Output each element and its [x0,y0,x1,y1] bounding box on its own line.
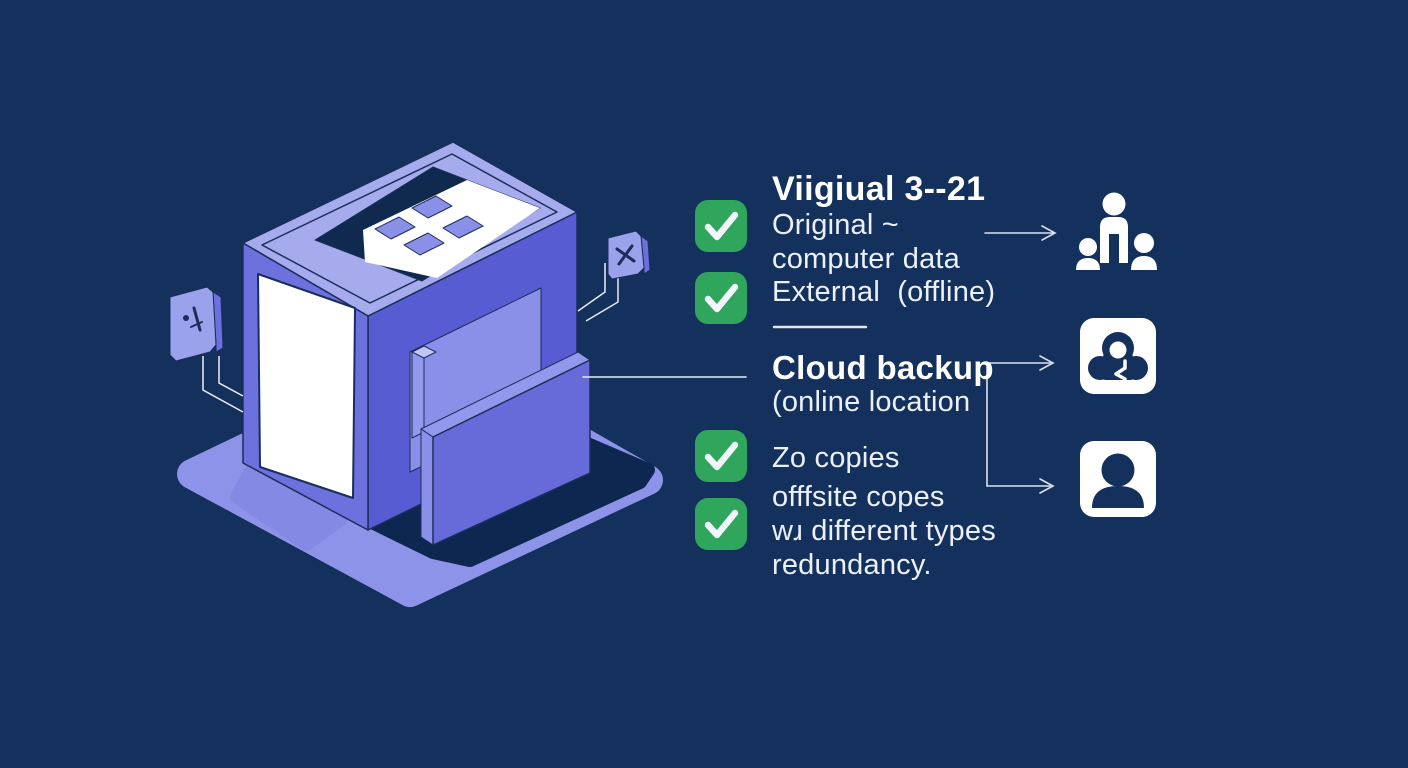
list-line-copies: Zo copies [772,442,900,474]
cloud-backup-title: Cloud backup [772,349,994,386]
tool-glyph [183,306,203,332]
left-tile [169,286,224,362]
backup-rule-title: Viigiual 3--21 [772,170,986,208]
list-line-different-types: wɹ different types [772,515,996,547]
right-tile [607,230,651,280]
list-line-offsite: offfsite copes [772,481,945,513]
people-group-icon [1076,192,1157,270]
check-icon [695,498,747,550]
cross-glyph [615,244,636,266]
keypad-keys [374,195,484,256]
cloud-user-icon [1080,318,1156,394]
drawer-slab [411,345,591,546]
list-line-computer-data: computer data [772,243,960,275]
arrow-to-people-icon [984,225,1057,241]
bracket-arrows [986,355,1055,494]
list-line-external-offline: External (offline) [772,276,996,308]
user-icon [1080,441,1156,517]
connector-tiles [169,230,651,413]
check-icon [695,272,747,324]
cloud-backup-line: (online location [772,386,971,418]
annotation-lines [582,225,1057,494]
front-screen [257,273,356,499]
top-inset-outline [261,153,558,304]
wires [202,263,619,413]
check-icon [695,430,747,482]
list-line-redundancy: redundancy. [772,549,932,581]
list-line-original: Original ~ [772,209,899,241]
check-icon [695,200,747,252]
